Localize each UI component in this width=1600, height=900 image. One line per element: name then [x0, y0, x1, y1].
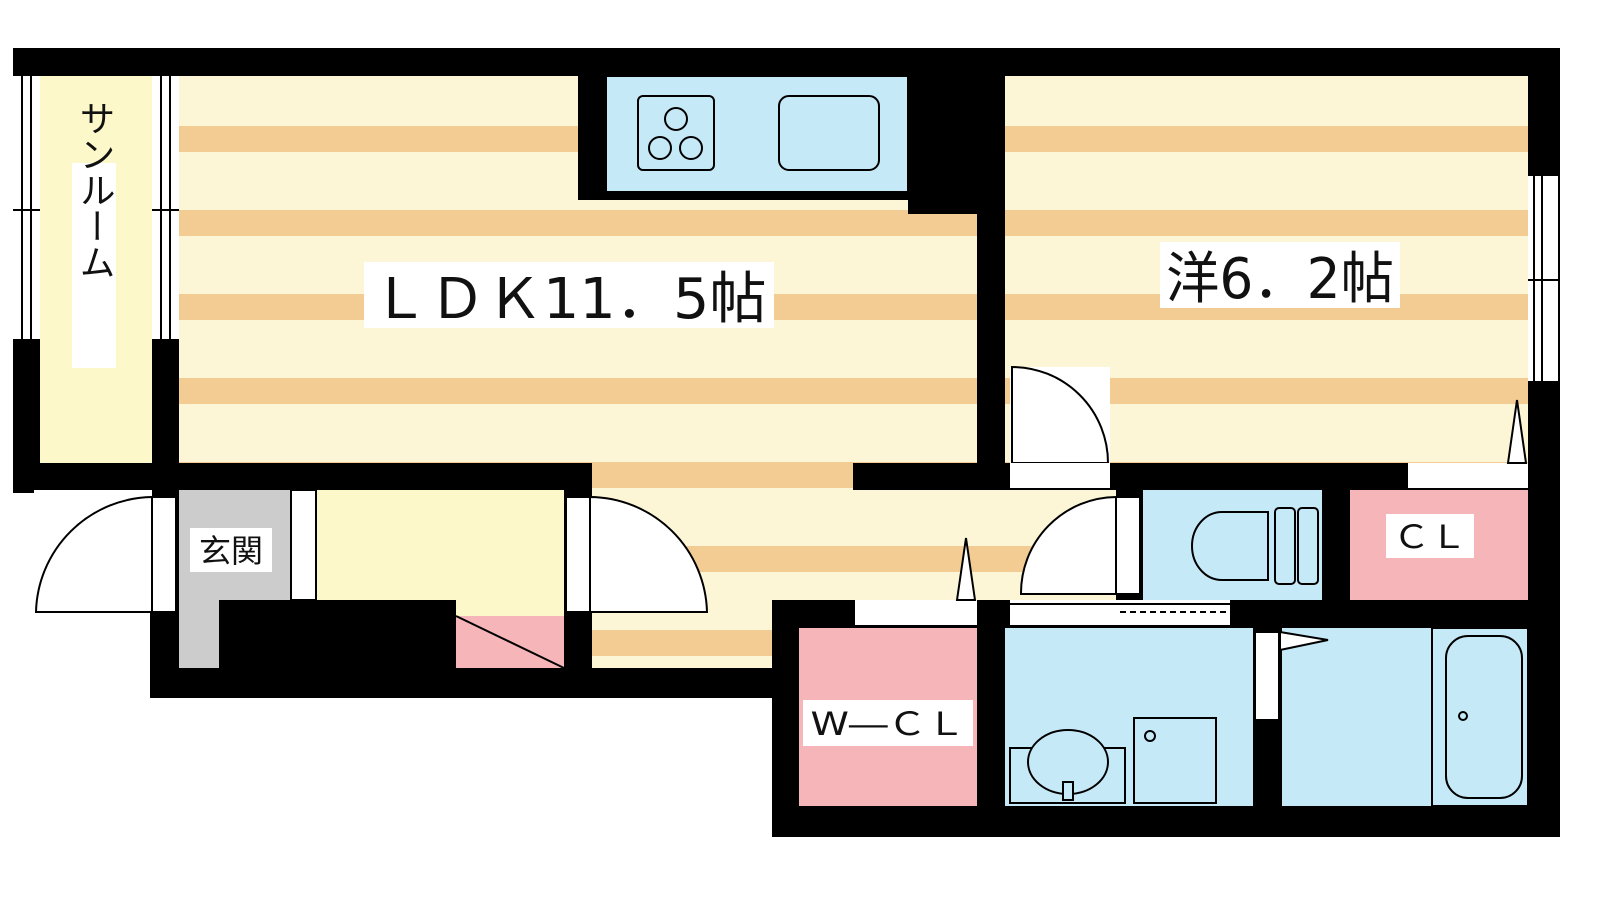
ldk-door-icon [565, 495, 709, 613]
toilet-icon [1191, 507, 1319, 585]
hall-floor [316, 490, 564, 600]
hall-floor-lower [456, 600, 564, 616]
entrance-floor-lower [179, 600, 219, 668]
ldk-floor [179, 76, 1116, 668]
sunroom-label-bg [72, 163, 116, 368]
entrance-step [290, 489, 317, 601]
bathtub-icon [1431, 627, 1529, 807]
shoe-box-icon [455, 615, 565, 669]
wash-basin-icon [1009, 729, 1126, 804]
western-label: 洋6．2帖 [1166, 247, 1394, 312]
front-door-icon [34, 490, 177, 613]
ldk-label: ＬＤＫ11．5帖 [372, 267, 767, 332]
wcl-label-bg [803, 700, 973, 746]
toilet-door-icon [1019, 495, 1141, 595]
stove-icon [637, 95, 715, 171]
western-window [1528, 176, 1558, 381]
washing-machine-icon [1133, 717, 1217, 804]
sunroom-window-right [152, 76, 179, 339]
genkan-label: 玄関 [199, 532, 263, 570]
ldk-label-bg [364, 262, 774, 328]
sink-icon [778, 95, 880, 171]
wcl-label: W―ＣＬ [811, 705, 966, 743]
bathroom-door [1254, 631, 1280, 721]
cl-door-icon [1506, 399, 1528, 464]
western-door-icon [1010, 365, 1110, 488]
western-label-bg [1160, 242, 1400, 308]
sunroom-window-left [13, 76, 40, 339]
wcl-door-icon [955, 537, 977, 601]
cl-door-strip [1408, 463, 1528, 488]
bathroom-door-swing [1279, 630, 1329, 652]
genkan-label-bg [190, 528, 272, 572]
sunroom-label: サンルーム [74, 100, 115, 280]
cl-label: ＣＬ [1393, 518, 1467, 556]
cl-label-bg [1386, 514, 1474, 558]
wcl-door-strip [855, 600, 977, 625]
